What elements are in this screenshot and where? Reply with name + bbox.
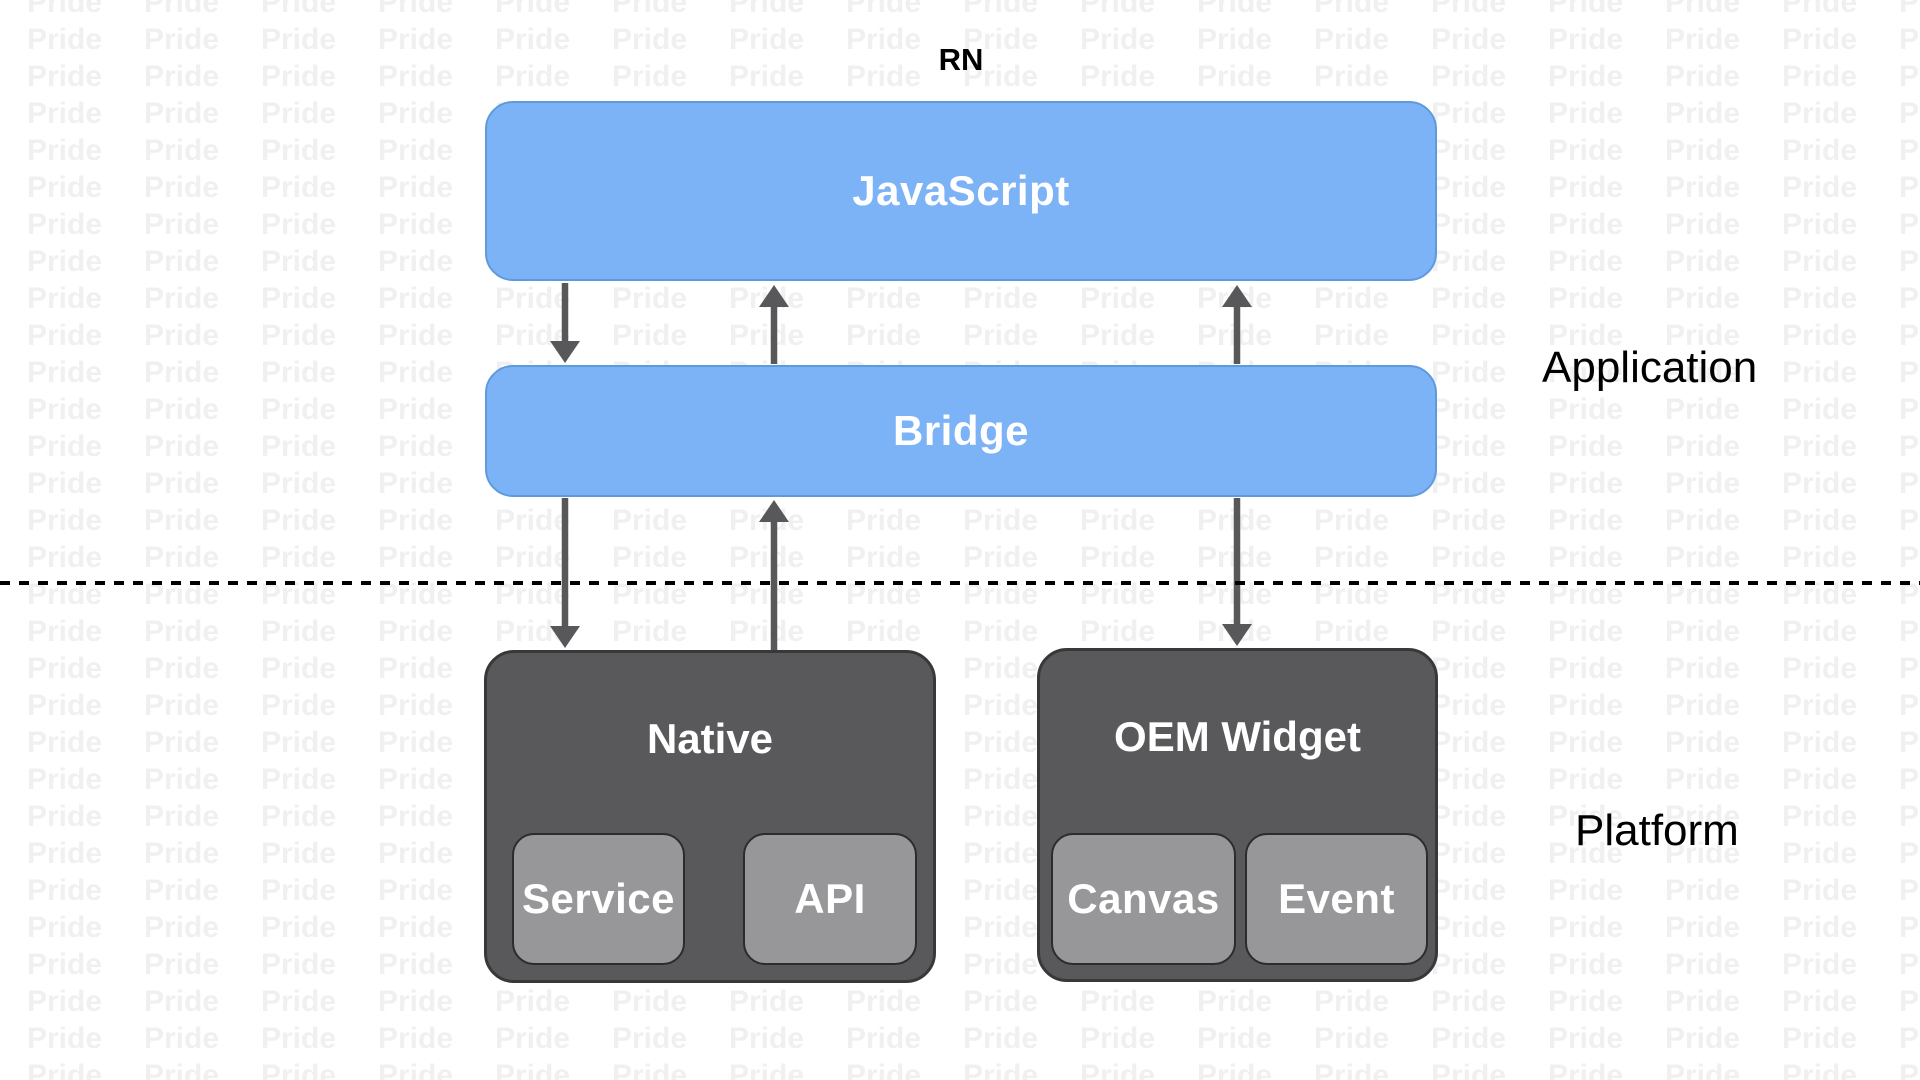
node-bridge-label: Bridge (892, 407, 1029, 454)
node-javascript: JavaScript (485, 101, 1437, 281)
node-native: Native Service API (484, 650, 936, 983)
node-oem-widget: OEM Widget Canvas Event (1037, 648, 1438, 982)
diagram-title: RN (938, 42, 984, 77)
application-region-label: Application (1542, 343, 1758, 392)
arrowhead-icon (759, 500, 789, 522)
platform-region-label: Platform (1575, 806, 1739, 855)
arrowhead-icon (1222, 285, 1252, 307)
arrowhead-icon (550, 341, 580, 363)
node-event-label: Event (1278, 875, 1395, 922)
node-event: Event (1245, 833, 1428, 965)
node-api-label: API (794, 875, 866, 922)
node-native-label: Native (646, 715, 774, 762)
node-service: Service (512, 833, 685, 965)
node-oem-widget-label: OEM Widget (1114, 713, 1361, 760)
node-javascript-label: JavaScript (852, 167, 1070, 214)
arrowhead-icon (759, 285, 789, 307)
node-service-label: Service (522, 875, 675, 922)
arrowhead-icon (550, 626, 580, 648)
node-api: API (743, 833, 917, 965)
node-bridge: Bridge (485, 365, 1437, 497)
node-canvas-label: Canvas (1067, 875, 1220, 922)
node-canvas: Canvas (1051, 833, 1236, 965)
arrowhead-icon (1222, 624, 1252, 646)
